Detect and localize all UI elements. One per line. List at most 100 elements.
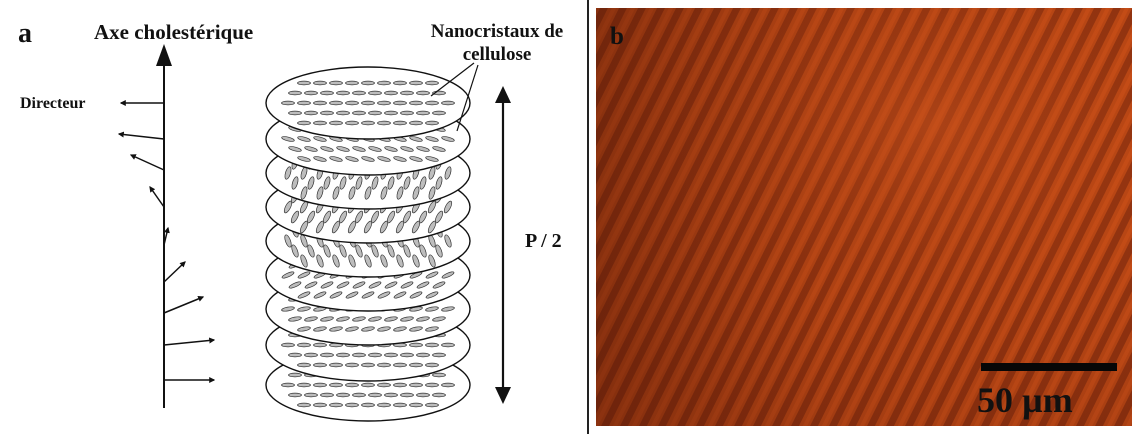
cellulose-nanocrystal [395,220,405,234]
cellulose-nanocrystal [416,392,430,398]
cellulose-nanocrystal [304,281,318,289]
cellulose-nanocrystal [379,220,389,234]
cellulose-nanocrystal [304,392,318,398]
cellulose-nanocrystal [441,136,455,142]
cellulose-nanocrystal [441,271,455,279]
cellulose-nanocrystal [416,281,430,289]
cellulose-nanocrystal [444,234,452,248]
cellulose-nanocrystal [313,342,327,348]
cellulose-nanocrystal [304,352,318,358]
cellulose-nanocrystal [297,156,311,162]
cellulose-nanocrystal [345,382,359,388]
cellulose-nanocrystal [377,382,391,388]
director-arrow-4 [149,186,165,208]
cellulose-nanocrystal [288,372,302,378]
cellulose-nanocrystal [409,382,423,388]
cellulose-nanocrystal [425,362,439,368]
cellulose-nanocrystal [393,402,407,408]
cellulose-nanocrystal [345,362,359,368]
cellulose-nanocrystal [297,271,311,279]
cellulose-nanocrystal [361,291,375,299]
cellulose-nanocrystal [313,291,327,299]
cellulose-nanocrystal [441,382,455,388]
cellulose-nanocrystal [352,110,366,116]
cellulose-nanocrystal [403,244,411,258]
cellulose-nanocrystal [352,90,366,96]
cellulose-nanocrystal [371,176,379,190]
cellulose-nanocrystal [400,281,414,289]
cellulose-nanocrystal [435,244,443,258]
nanocrystal-pointer-line-1 [430,62,475,97]
cellulose-nanocrystal [297,402,311,408]
cellulose-nanocrystal [313,362,327,368]
cellulose-nanocrystal [297,326,311,332]
cellulose-nanocrystal [313,326,327,332]
cellulose-nanocrystal [329,80,343,86]
cellulose-nanocrystal [320,146,334,152]
cellulose-nanocrystal [425,326,439,332]
cellulose-nanocrystal [323,244,331,258]
director-arrow-6 [163,261,186,283]
cellulose-nanocrystal [329,100,343,106]
cellulose-nanocrystal [371,244,379,258]
cellulose-nanocrystal [411,220,421,234]
cellulose-nanocrystal [368,316,382,322]
cellulose-nanocrystal [291,176,299,190]
cellulose-nanocrystal [377,362,391,368]
cellulose-nanocrystal [331,220,341,234]
half-pitch-label: P / 2 [525,230,562,252]
cellulose-nanocrystal [284,234,292,248]
cellulose-nanocrystal [427,220,437,234]
cellulose-nanocrystal [320,281,334,289]
cellulose-nanocrystal [313,136,327,142]
cellulose-nanocrystal [281,306,295,312]
axis-arrow-head [156,44,172,66]
cellulose-nanocrystal [384,352,398,358]
cellulose-nanocrystal [425,342,439,348]
cellulose-nanocrystal [281,342,295,348]
director-arrow-5 [163,226,170,246]
cellulose-nanocrystal [425,382,439,388]
cellulose-nanocrystal [329,326,343,332]
cellulose-nanocrystal [393,156,407,162]
director-label: Directeur [20,95,86,112]
cellulose-nanocrystal [432,392,446,398]
director-arrow-2 [117,131,165,140]
panel-a: a Axe cholestérique Directeur Nanocrista… [18,0,589,434]
cellulose-nanocrystal [409,156,423,162]
cellulose-nanocrystal [428,186,436,200]
cellulose-nanocrystal [313,80,327,86]
cellulose-nanocrystal [355,244,363,258]
cellulose-nanocrystal [361,80,375,86]
cellulose-nanocrystal [297,382,311,388]
cellulose-nanocrystal [416,90,430,96]
cellulose-nanocrystal [352,146,366,152]
cellulose-nanocrystal [299,220,309,234]
cellulose-nanocrystal [403,176,411,190]
cellulose-nanocrystal [297,100,311,106]
cellulose-nanocrystal [348,254,356,268]
cellulose-nanocrystal [348,186,356,200]
cellulose-nanocrystal [281,382,295,388]
cellulose-nanocrystal [288,146,302,152]
cellulose-nanocrystal [368,110,382,116]
cellulose-nanocrystal [384,90,398,96]
cellulose-nanocrystal [313,156,327,162]
director-arrow-3 [129,154,165,171]
cellulose-nanocrystal-stack [265,66,471,422]
cellulose-nanocrystal [339,244,347,258]
cellulose-nanocrystal [384,316,398,322]
cellulose-nanocrystal [377,402,391,408]
cellulose-nanocrystal [416,146,430,152]
cellulose-nanocrystal [380,254,388,268]
cellulose-nanocrystal [288,90,302,96]
cellulose-nanocrystal [297,291,311,299]
cellulose-nanocrystal [336,110,350,116]
cellulose-nanocrystal [336,392,350,398]
cellulose-nanocrystal [368,90,382,96]
cellulose-nanocrystal [361,382,375,388]
cellulose-nanocrystal [336,90,350,96]
cellulose-nanocrystal [432,110,446,116]
cellulose-nanocrystal [368,392,382,398]
cellulose-nanocrystal [336,281,350,289]
